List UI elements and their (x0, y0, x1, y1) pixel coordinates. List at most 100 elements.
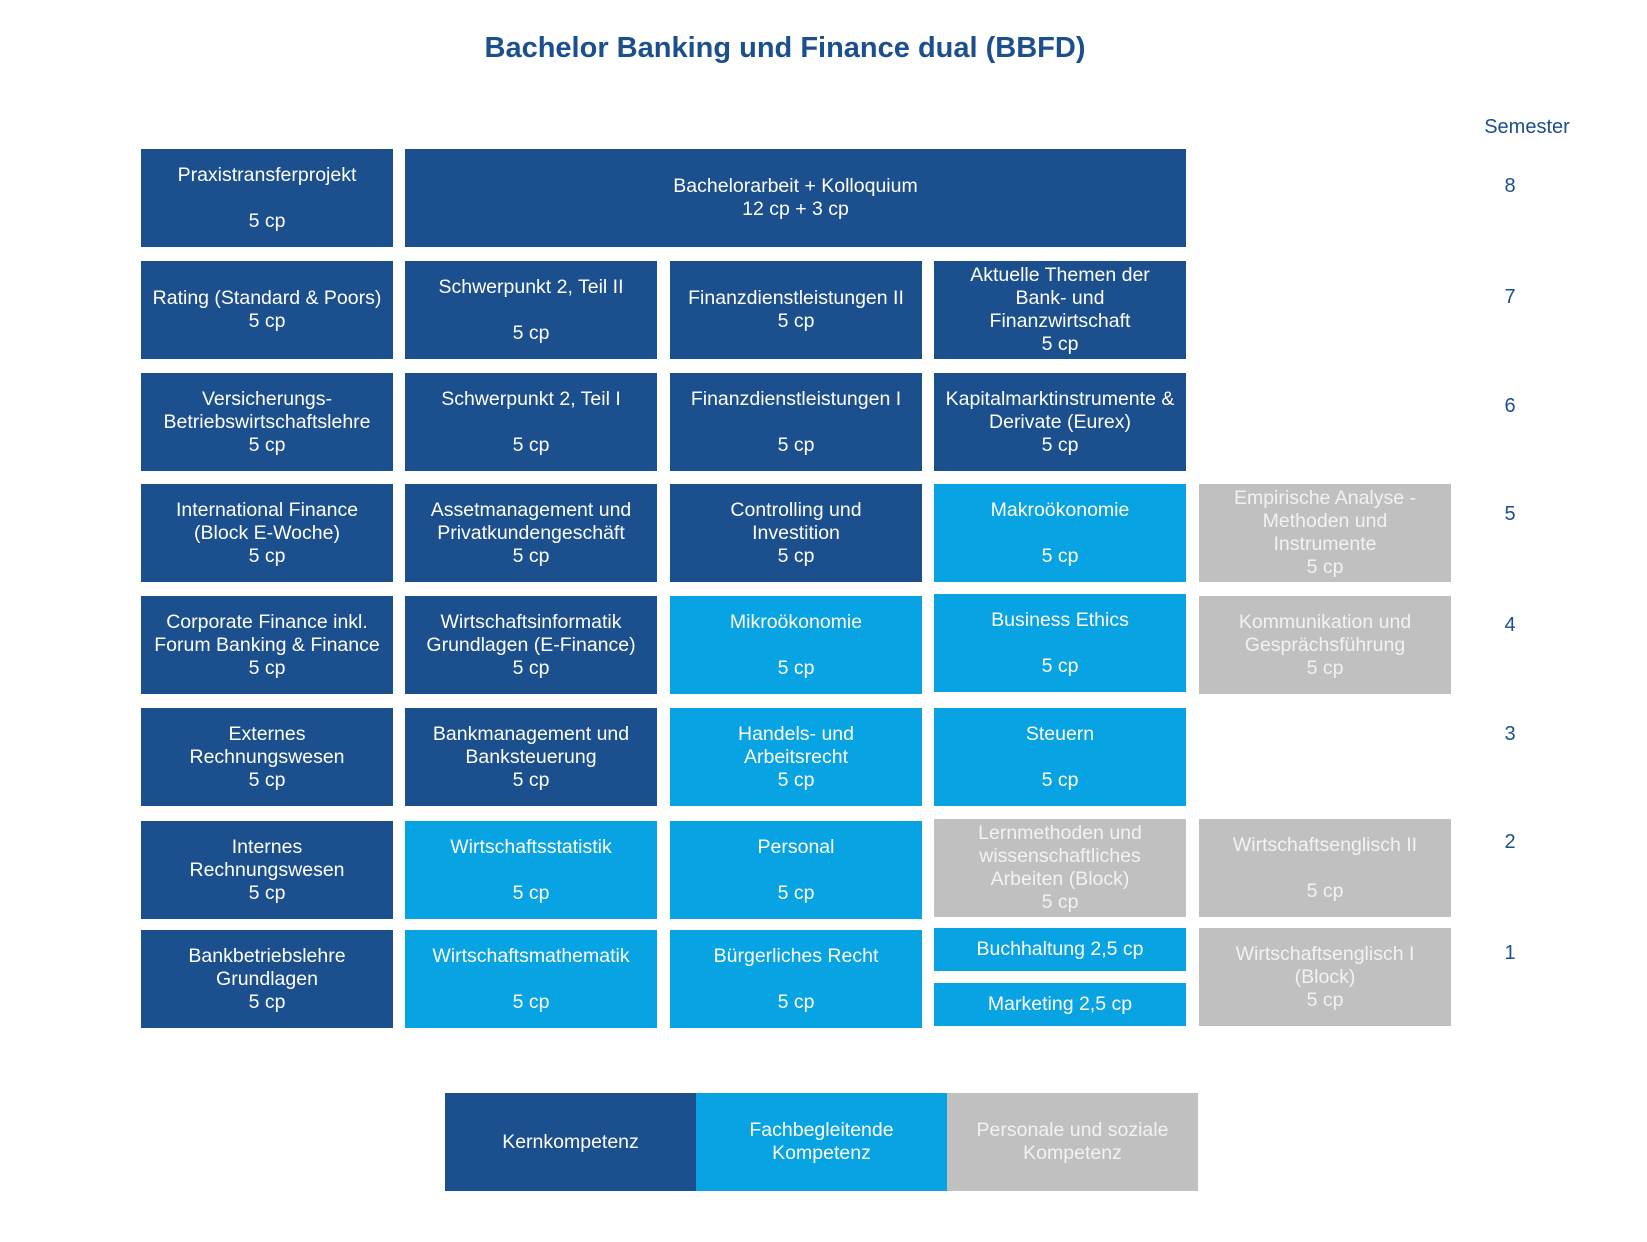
module-cp: 5 cp (512, 881, 550, 904)
module-cp: 5 cp (248, 433, 286, 456)
module-name: Bankmanagement und Banksteuerung (432, 722, 630, 768)
module-name: Wirtschaftsenglisch I (Block) (1235, 942, 1415, 988)
legend-kernkompetenz: Kernkompetenz (445, 1093, 696, 1191)
module-cp: 5 cp (1041, 768, 1079, 791)
module-tile: Wirtschaftsstatistik 5 cp (405, 821, 657, 919)
module-name: Finanzdienstleistungen I (690, 387, 902, 410)
module-name: Makroökonomie (990, 498, 1130, 521)
module-tile: Internes Rechnungswesen 5 cp (141, 821, 393, 919)
semester-number: 1 (1504, 942, 1516, 964)
module-tile: Praxistransferprojekt 5 cp (141, 149, 393, 247)
module-tile: Makroökonomie 5 cp (934, 484, 1186, 582)
module-name: Kommunikation und Gesprächsführung (1238, 610, 1412, 656)
module-name: Mikroökonomie (729, 610, 863, 633)
module-cp: 5 cp (777, 433, 815, 456)
module-name: Handels- und Arbeitsrecht (738, 722, 854, 768)
module-name: Versicherungs-Betriebswirtschaftslehre (163, 387, 371, 433)
module-cp: 5 cp (777, 310, 815, 332)
semester-number: 8 (1504, 175, 1516, 197)
module-cp: 5 cp (1306, 656, 1344, 679)
module-name: Business Ethics (991, 608, 1129, 631)
module-tile: Lernmethoden und wissenschaftliches Arbe… (934, 819, 1186, 917)
module-cp: 5 cp (248, 990, 286, 1013)
module-cp: 5 cp (1306, 879, 1344, 902)
module-tile: Controlling und Investition 5 cp (670, 484, 922, 582)
module-cp: 5 cp (777, 656, 815, 679)
module-tile: Finanzdienstleistungen I 5 cp (670, 373, 922, 471)
module-tile: Marketing 2,5 cp (934, 983, 1186, 1026)
module-tile: Handels- und Arbeitsrecht 5 cp (670, 708, 922, 806)
module-name: Lernmethoden und wissenschaftliches Arbe… (978, 822, 1142, 890)
module-cp: 5 cp (248, 310, 286, 332)
module-tile: Kapitalmarktinstrumente & Derivate (Eure… (934, 373, 1186, 471)
module-tile: Bachelorarbeit + Kolloquium 12 cp + 3 cp (405, 149, 1186, 247)
module-tile: Personal 5 cp (670, 821, 922, 919)
module-cp: 5 cp (1306, 556, 1344, 578)
module-cp: 5 cp (777, 990, 815, 1013)
module-cp: 5 cp (512, 768, 550, 791)
module-name: Wirtschaftsmathematik (432, 944, 630, 967)
module-cp: 5 cp (248, 881, 286, 904)
module-cp: 5 cp (777, 768, 815, 791)
module-name: Schwerpunkt 2, Teil I (441, 387, 621, 410)
module-tile: Wirtschaftsmathematik 5 cp (405, 930, 657, 1028)
module-name: Controlling und Investition (730, 498, 862, 544)
module-name: Buchhaltung 2,5 cp (976, 938, 1144, 960)
module-tile: Empirische Analyse - Methoden und Instru… (1199, 484, 1451, 582)
module-tile: Wirtschaftsenglisch II 5 cp (1199, 819, 1451, 917)
module-tile: International Finance (Block E-Woche) 5 … (141, 484, 393, 582)
semester-number: 4 (1504, 614, 1516, 636)
module-name: Rating (Standard & Poors) (152, 287, 382, 309)
module-cp: 5 cp (1306, 988, 1344, 1011)
legend-fachbegleitende-kompetenz: Fachbegleitende Kompetenz (696, 1093, 947, 1191)
module-tile: Assetmanagement und Privatkundengeschäft… (405, 484, 657, 582)
module-cp: 5 cp (777, 881, 815, 904)
module-name: Externes Rechnungswesen (189, 722, 345, 768)
module-name: Internes Rechnungswesen (189, 835, 345, 881)
legend-personale-und-soziale-kompetenz: Personale und soziale Kompetenz (947, 1093, 1198, 1191)
module-cp: 5 cp (512, 321, 550, 344)
semester-number: 7 (1504, 286, 1516, 308)
module-cp: 5 cp (248, 656, 286, 679)
module-name: Steuern (1025, 722, 1095, 745)
semester-number: 6 (1504, 395, 1516, 417)
module-name: Bürgerliches Recht (713, 944, 879, 967)
module-name: Personal (757, 835, 835, 858)
module-name: Bankbetriebslehre Grundlagen (188, 944, 346, 990)
module-cp: 5 cp (248, 209, 286, 232)
module-tile: Business Ethics 5 cp (934, 594, 1186, 692)
module-name: Corporate Finance inkl. Forum Banking & … (154, 610, 380, 656)
module-name: Assetmanagement und Privatkundengeschäft (430, 498, 632, 544)
module-cp: 5 cp (1041, 544, 1079, 567)
module-tile: Rating (Standard & Poors) 5 cp (141, 261, 393, 359)
module-tile: Steuern 5 cp (934, 708, 1186, 806)
module-cp: 5 cp (512, 656, 550, 679)
module-tile: Mikroökonomie 5 cp (670, 596, 922, 694)
module-tile: Corporate Finance inkl. Forum Banking & … (141, 596, 393, 694)
module-name: Wirtschaftsenglisch II (1232, 833, 1418, 856)
module-name: Aktuelle Themen der Bank- und Finanzwirt… (970, 264, 1150, 332)
module-tile: Kommunikation und Gesprächsführung 5 cp (1199, 596, 1451, 694)
module-name: Finanzdienstleistungen II (688, 287, 904, 309)
module-cp: 5 cp (248, 768, 286, 791)
page-title: Bachelor Banking und Finance dual (BBFD) (484, 32, 1086, 64)
module-tile: Bürgerliches Recht 5 cp (670, 930, 922, 1028)
semester-number: 5 (1504, 503, 1516, 525)
module-cp: 5 cp (512, 544, 550, 567)
module-name: Marketing 2,5 cp (987, 993, 1133, 1015)
module-cp: 12 cp + 3 cp (742, 198, 849, 220)
module-cp: 5 cp (1041, 891, 1079, 913)
module-tile: Buchhaltung 2,5 cp (934, 928, 1186, 971)
module-tile: Wirtschaftsinformatik Grundlagen (E-Fina… (405, 596, 657, 694)
module-name: Schwerpunkt 2, Teil II (438, 275, 624, 298)
module-name: Empirische Analyse - Methoden und Instru… (1233, 487, 1417, 555)
module-tile: Schwerpunkt 2, Teil I 5 cp (405, 373, 657, 471)
module-tile: Bankbetriebslehre Grundlagen 5 cp (141, 930, 393, 1028)
module-cp: 5 cp (512, 433, 550, 456)
module-name: Wirtschaftsstatistik (450, 835, 612, 858)
module-cp: 5 cp (777, 544, 815, 567)
module-tile: Externes Rechnungswesen 5 cp (141, 708, 393, 806)
module-name: International Finance (Block E-Woche) (175, 498, 359, 544)
module-cp: 5 cp (512, 990, 550, 1013)
module-cp: 5 cp (248, 544, 286, 567)
